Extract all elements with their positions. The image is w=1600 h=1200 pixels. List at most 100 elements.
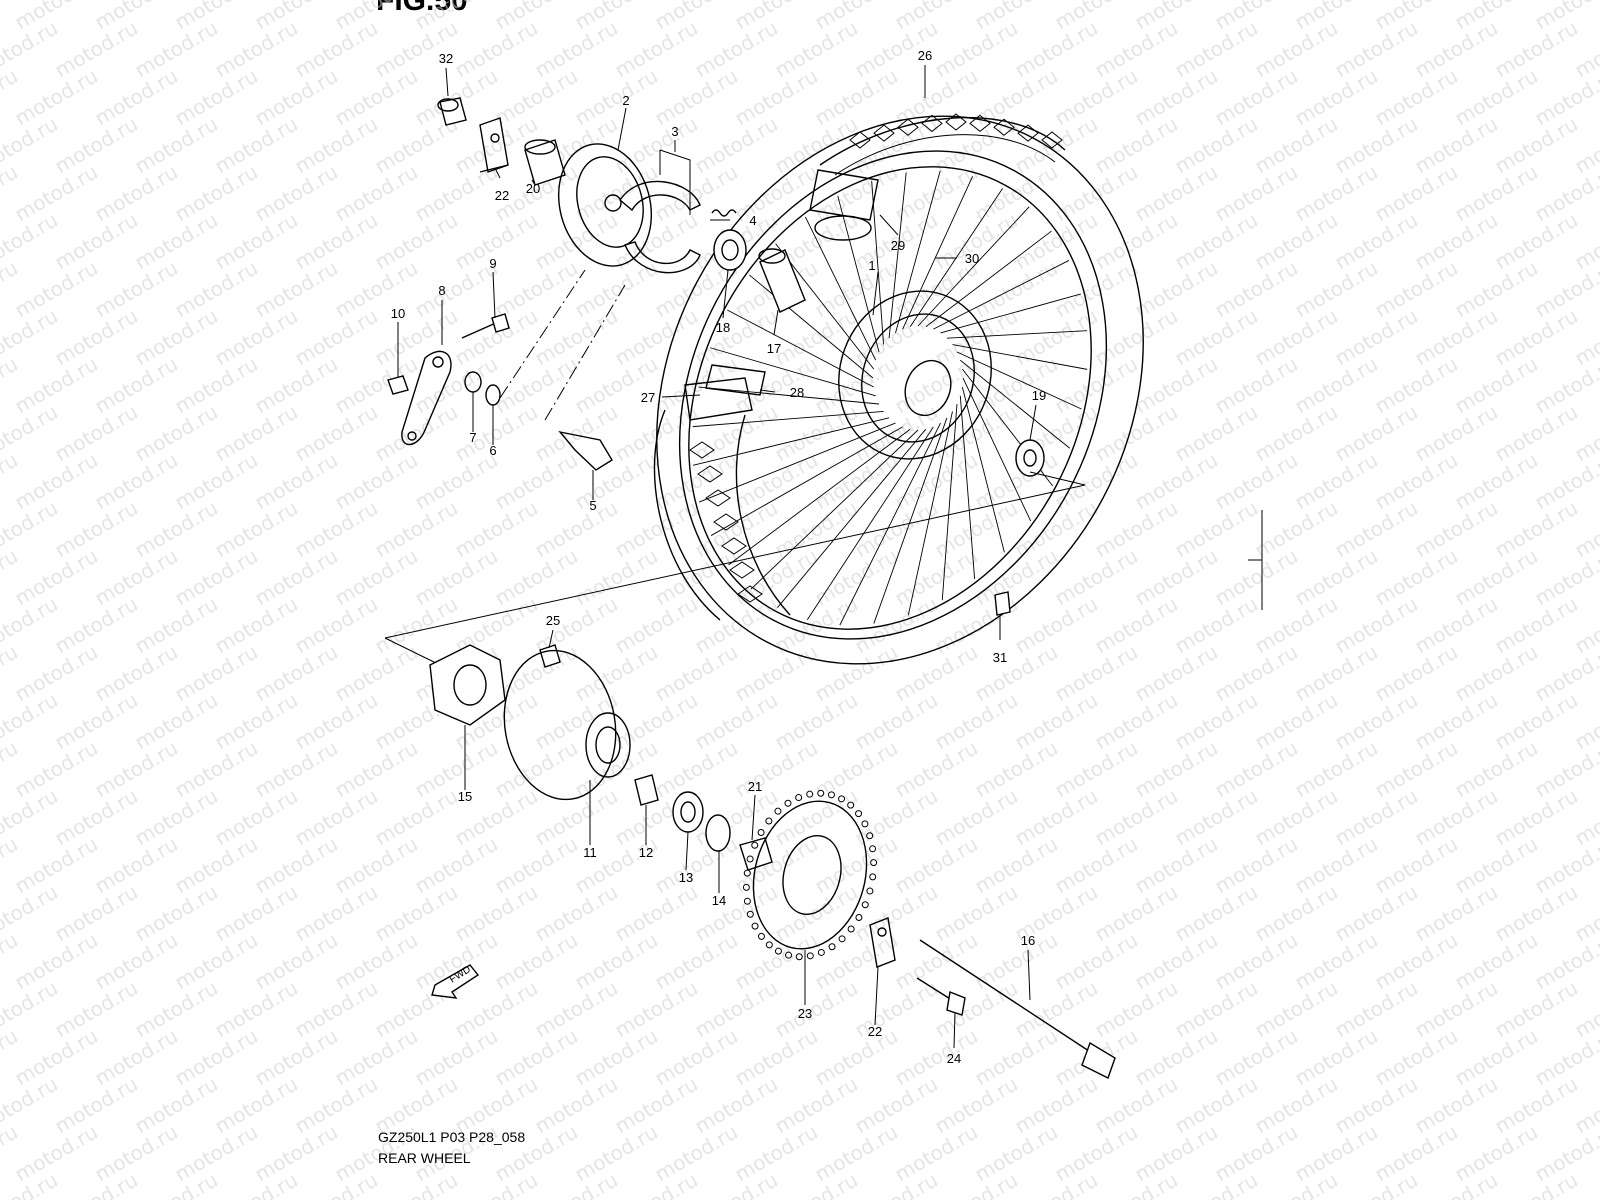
watermark-text: motod.ru: [931, 784, 1022, 851]
watermark-text: motod.ru: [1411, 688, 1502, 755]
callout-32: 32: [439, 51, 453, 66]
watermark-text: motod.ru: [1291, 928, 1382, 995]
watermark-text: motod.ru: [1251, 112, 1342, 179]
watermark-text: motod.ru: [1291, 64, 1382, 131]
watermark-text: motod.ru: [1011, 688, 1102, 755]
watermark-text: motod.ru: [371, 496, 462, 563]
spoke: [839, 422, 941, 626]
collar-12: [634, 774, 659, 806]
watermark-text: motod.ru: [1371, 352, 1462, 419]
sprocket-tooth: [827, 791, 835, 799]
watermark-text: motod.ru: [331, 448, 422, 515]
watermark-text: motod.ru: [1171, 496, 1262, 563]
tread-block: [697, 465, 723, 483]
watermark-text: motod.ru: [1091, 880, 1182, 947]
watermark-text: motod.ru: [251, 352, 342, 419]
watermark-text: motod.ru: [1371, 640, 1462, 707]
watermark-text: motod.ru: [971, 832, 1062, 899]
watermark-text: motod.ru: [91, 928, 182, 995]
watermark-text: motod.ru: [611, 16, 702, 83]
watermark-text: motod.ru: [331, 160, 422, 227]
watermark-text: motod.ru: [1051, 832, 1142, 899]
spoke: [902, 176, 974, 330]
sprocket-tooth: [765, 941, 773, 949]
watermark-text: motod.ru: [1211, 928, 1302, 995]
brake-components: [387, 97, 806, 471]
watermark-text: motod.ru: [11, 1120, 102, 1187]
watermark-text: motod.ru: [1411, 784, 1502, 851]
watermark-text: motod.ru: [891, 1120, 982, 1187]
watermark-text: motod.ru: [1411, 112, 1502, 179]
watermark-text: motod.ru: [531, 208, 622, 275]
tire-piece: [809, 169, 879, 221]
callout-14: 14: [712, 893, 726, 908]
watermark-text: motod.ru: [291, 400, 382, 467]
spoke: [806, 426, 934, 621]
figure-number: FIG.50: [376, 0, 468, 17]
watermark-text: motod.ru: [771, 976, 862, 1043]
watermark-text: motod.ru: [451, 976, 542, 1043]
bracket-22-lower: [869, 917, 896, 968]
watermark-text: motod.ru: [171, 64, 262, 131]
watermark-text: motod.ru: [211, 304, 302, 371]
watermark-text: motod.ru: [131, 208, 222, 275]
watermark-text: motod.ru: [1091, 112, 1182, 179]
sprocket-teeth: [742, 789, 878, 961]
collar-20: [524, 139, 566, 186]
sprocket-tooth: [855, 810, 863, 818]
watermark-text: motod.ru: [1411, 304, 1502, 371]
watermark-text: motod.ru: [691, 304, 782, 371]
tread-block: [945, 113, 967, 131]
watermark-text: motod.ru: [1131, 256, 1222, 323]
tread-block: [873, 124, 895, 142]
watermark-text: motod.ru: [1411, 976, 1502, 1043]
spoke: [750, 429, 919, 590]
watermark-text: motod.ru: [331, 544, 422, 611]
watermark-text: motod.ru: [131, 976, 222, 1043]
rim-outer: [678, 150, 1108, 640]
brake-shoe-lower: [624, 241, 701, 274]
watermark-text: motod.ru: [1051, 64, 1142, 131]
watermark-text: motod.ru: [611, 112, 702, 179]
watermark-text: motod.ru: [731, 1120, 822, 1187]
callout-11: 11: [583, 845, 597, 860]
watermark-text: motod.ru: [91, 352, 182, 419]
watermark-text: motod.ru: [171, 448, 262, 515]
spoke: [946, 330, 1088, 339]
spoke: [940, 293, 1081, 334]
spoke: [710, 426, 903, 536]
watermark-text: motod.ru: [211, 112, 302, 179]
watermark-text: motod.ru: [1131, 832, 1222, 899]
sprocket-tooth: [866, 887, 874, 895]
watermark-text: motod.ru: [651, 64, 742, 131]
watermark-text: motod.ru: [571, 544, 662, 611]
watermark-text: motod.ru: [691, 592, 782, 659]
watermark-text: motod.ru: [211, 784, 302, 851]
sprocket-tooth: [785, 951, 793, 959]
watermark-text: motod.ru: [531, 688, 622, 755]
tread-block: [993, 118, 1015, 136]
spacer-19: [1015, 439, 1045, 477]
watermark-text: motod.ru: [1211, 448, 1302, 515]
watermark-text: motod.ru: [371, 880, 462, 947]
callout-15: 15: [458, 789, 472, 804]
watermark-text: motod.ru: [1171, 208, 1262, 275]
watermark-text: motod.ru: [91, 736, 182, 803]
wheel-hub: [838, 290, 992, 460]
callout-7: 7: [469, 430, 476, 445]
watermark-text: motod.ru: [1411, 1072, 1502, 1139]
watermark-text: motod.ru: [811, 832, 902, 899]
watermark-text: motod.ru: [891, 928, 982, 995]
watermark-text: motod.ru: [1411, 880, 1502, 947]
callout-17: 17: [767, 341, 781, 356]
watermark-text: motod.ru: [691, 784, 782, 851]
watermark-text: motod.ru: [1331, 976, 1422, 1043]
diagram-code: GZ250L1 P03 P28_058: [378, 1129, 526, 1145]
watermark-text: motod.ru: [51, 496, 142, 563]
watermark-text: motod.ru: [1131, 64, 1222, 131]
sprocket-tooth: [869, 873, 877, 881]
watermark-text: motod.ru: [1211, 160, 1302, 227]
watermark-text: motod.ru: [931, 880, 1022, 947]
spoke: [933, 260, 1070, 330]
watermark-text: motod.ru: [11, 352, 102, 419]
